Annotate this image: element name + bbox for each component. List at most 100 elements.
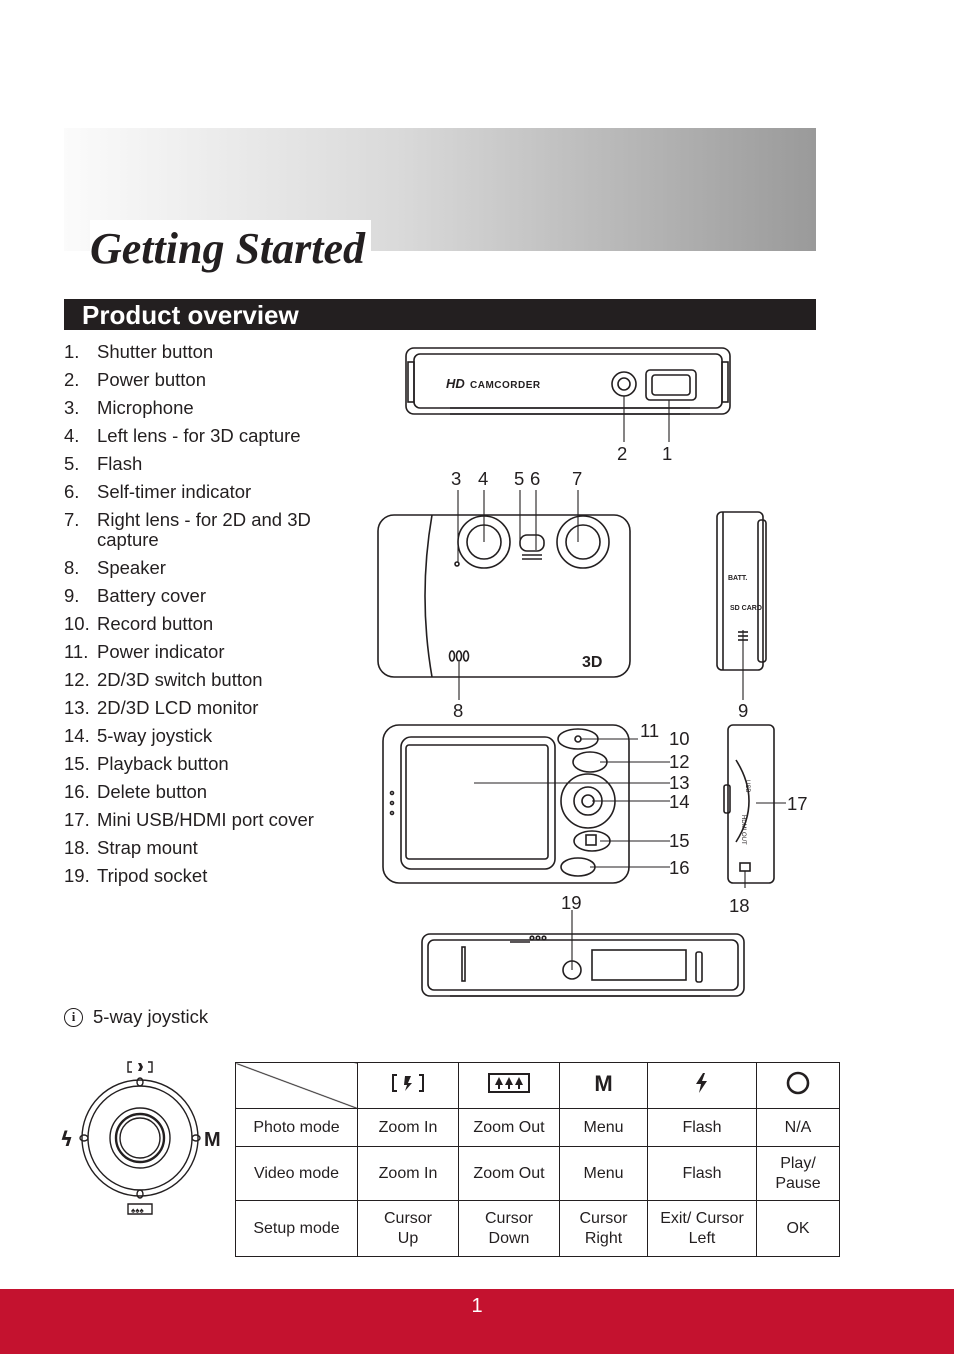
callout-16: 16 xyxy=(669,857,690,878)
table-cell: Flash xyxy=(647,1108,757,1147)
list-item: 18. Strap mount xyxy=(64,838,364,858)
section-title: Product overview xyxy=(82,300,299,330)
list-item-label: Shutter button xyxy=(97,341,214,362)
leader-lines xyxy=(457,396,786,970)
list-item: 8.Speaker xyxy=(64,558,364,578)
page-title: Getting Started xyxy=(90,220,372,278)
list-item-label: Microphone xyxy=(97,397,194,418)
list-item: 5. Flash xyxy=(64,454,364,474)
table-cell: Menu xyxy=(559,1146,648,1201)
list-item-label: Playback button xyxy=(97,753,229,774)
table-cell: N/A xyxy=(756,1108,840,1147)
callout-10: 10 xyxy=(669,728,690,749)
info-icon: i xyxy=(64,1007,83,1027)
joystick-note: i 5-way joystick xyxy=(64,1006,208,1028)
list-item: 15.Playback button xyxy=(64,754,364,774)
top-hd-logo: HD xyxy=(446,376,465,391)
list-item-label: Tripod socket xyxy=(97,865,208,886)
callout-12: 12 xyxy=(669,751,690,772)
table-cell: Zoom In xyxy=(357,1146,459,1201)
list-item-label: Strap mount xyxy=(97,837,198,858)
zoom-in-icon xyxy=(392,1073,424,1092)
list-item: 13. 2D/3D LCD monitor xyxy=(64,698,364,718)
list-item-number: 17. xyxy=(64,809,90,830)
list-item-number: 13. xyxy=(64,697,90,718)
list-item-number: 19. xyxy=(64,865,90,886)
camera-bottom-view xyxy=(421,933,745,997)
record-circle-icon xyxy=(786,1071,810,1094)
list-item-number: 18. xyxy=(64,837,90,858)
list-item-number: 2. xyxy=(64,369,80,390)
camera-side-view-battery xyxy=(716,511,767,671)
list-item: 9.Battery cover xyxy=(64,586,364,606)
list-item-label: Delete button xyxy=(97,781,208,802)
menu-m-icon: M xyxy=(594,1071,613,1096)
table-cell: Menu xyxy=(559,1108,648,1147)
side-batt-label: BATT. xyxy=(728,575,747,582)
zoom-out-icon xyxy=(488,1072,530,1093)
row-mode-label: Video mode xyxy=(235,1146,358,1201)
list-item-label: 2D/3D LCD monitor xyxy=(97,697,259,718)
page-number: 1 xyxy=(471,1295,483,1317)
callout-4: 4 xyxy=(478,468,489,489)
table-cell: Zoom Out xyxy=(458,1108,560,1147)
table-cell: Cursor Up xyxy=(357,1200,459,1257)
list-item-label: Flash xyxy=(97,453,143,474)
row-mode-label: Photo mode xyxy=(235,1108,358,1147)
callout-14: 14 xyxy=(669,791,690,812)
table-header-row: M xyxy=(235,1062,840,1109)
joystick-flash-label: ϟ xyxy=(60,1127,73,1151)
camera-back-view xyxy=(382,724,630,884)
section-bar xyxy=(64,299,816,330)
list-item-number: 16. xyxy=(64,781,90,802)
list-item-number: 3. xyxy=(64,397,80,418)
list-item-number: 11. xyxy=(64,641,89,662)
header-zoom-in xyxy=(357,1062,459,1109)
list-item: 14.5-way joystick xyxy=(64,726,364,746)
side-usb-label: USB xyxy=(744,780,750,792)
callout-17: 17 xyxy=(787,793,808,814)
list-item: 3. Microphone xyxy=(64,398,364,418)
joystick-function-table: M Photo mode Zoom In Zoom Out Menu Flash… xyxy=(235,1062,840,1257)
front-3d-logo: 3D xyxy=(582,654,602,671)
table-cell: OK xyxy=(756,1200,840,1257)
list-item-number: 9. xyxy=(64,585,80,606)
table-cell: Play/ Pause xyxy=(756,1146,840,1201)
list-item: 12.2D/3D switch button xyxy=(64,670,364,690)
row-mode-label: Setup mode xyxy=(235,1200,358,1257)
list-item: 2.Power button xyxy=(64,370,364,390)
list-item: 19. Tripod socket xyxy=(64,866,364,886)
camera-top-view xyxy=(405,347,731,415)
callout-8: 8 xyxy=(453,700,464,721)
list-item: 16. Delete button xyxy=(64,782,364,802)
joystick-menu-label: M xyxy=(204,1129,221,1151)
list-item-number: 7. xyxy=(64,509,80,530)
svg-text:♠♠♠: ♠♠♠ xyxy=(131,1206,145,1215)
footer-bar xyxy=(0,1289,954,1354)
table-row: Video mode Zoom In Zoom Out Menu Flash P… xyxy=(235,1146,840,1201)
table-row: Setup mode Cursor Up Cursor Down Cursor … xyxy=(235,1200,840,1257)
table-corner-cell xyxy=(235,1062,358,1109)
list-item: 11.Power indicator xyxy=(64,642,364,662)
list-item-number: 14. xyxy=(64,725,90,746)
list-item-label: Speaker xyxy=(97,557,166,578)
list-item-number: 6. xyxy=(64,481,80,502)
callout-18: 18 xyxy=(729,895,750,916)
flash-icon xyxy=(696,1072,707,1093)
side-hdmi-label: HDMI OUT xyxy=(740,815,746,845)
list-item-label: Left lens - for 3D capture xyxy=(97,425,301,446)
list-item: 7.Right lens - for 2D and 3D capture xyxy=(64,510,364,550)
table-cell: Flash xyxy=(647,1146,757,1201)
header-flash xyxy=(647,1062,757,1109)
top-brand-label: CAMCORDER xyxy=(470,380,541,391)
side-sd-label: SD CARD xyxy=(730,605,762,612)
list-item-number: 5. xyxy=(64,453,80,474)
list-item-label: 2D/3D switch button xyxy=(97,669,263,690)
callout-13: 13 xyxy=(669,772,690,793)
table-row: Photo mode Zoom In Zoom Out Menu Flash N… xyxy=(235,1108,840,1147)
camera-diagrams: HD CAMCORDER 3D BATT. SD CARD USB HDMI O… xyxy=(377,347,786,997)
joystick-diagram: ♠♠♠ ϟ M xyxy=(60,1061,221,1215)
callout-6: 6 xyxy=(530,468,541,489)
list-item-number: 10. xyxy=(64,613,90,634)
callout-3: 3 xyxy=(451,468,462,489)
